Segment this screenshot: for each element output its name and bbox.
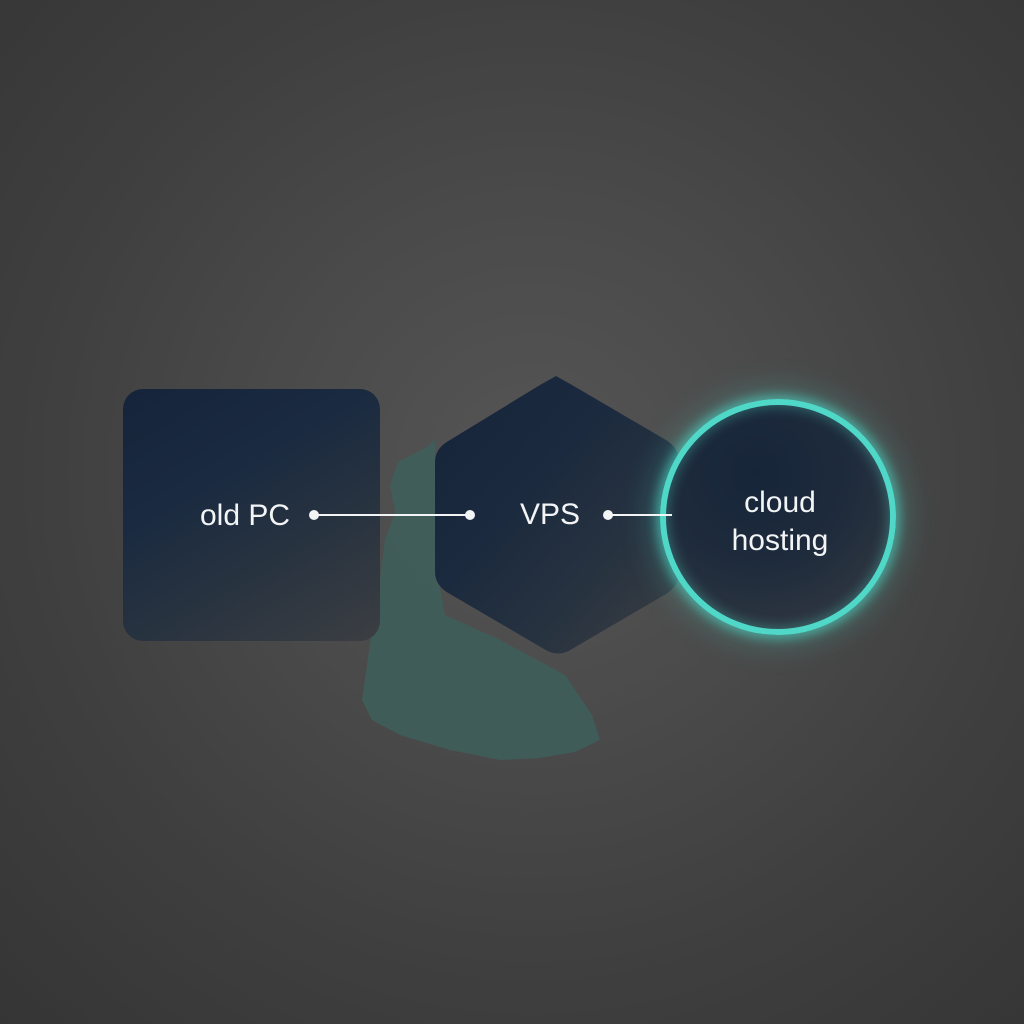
cloud-hosting-label-line2: hosting — [731, 524, 829, 557]
vps-label: VPS — [519, 498, 581, 531]
cloud-hosting-node — [660, 399, 896, 635]
cloud-hosting-label-line1: cloud — [744, 486, 816, 519]
old-pc-label: old PC — [199, 499, 291, 532]
